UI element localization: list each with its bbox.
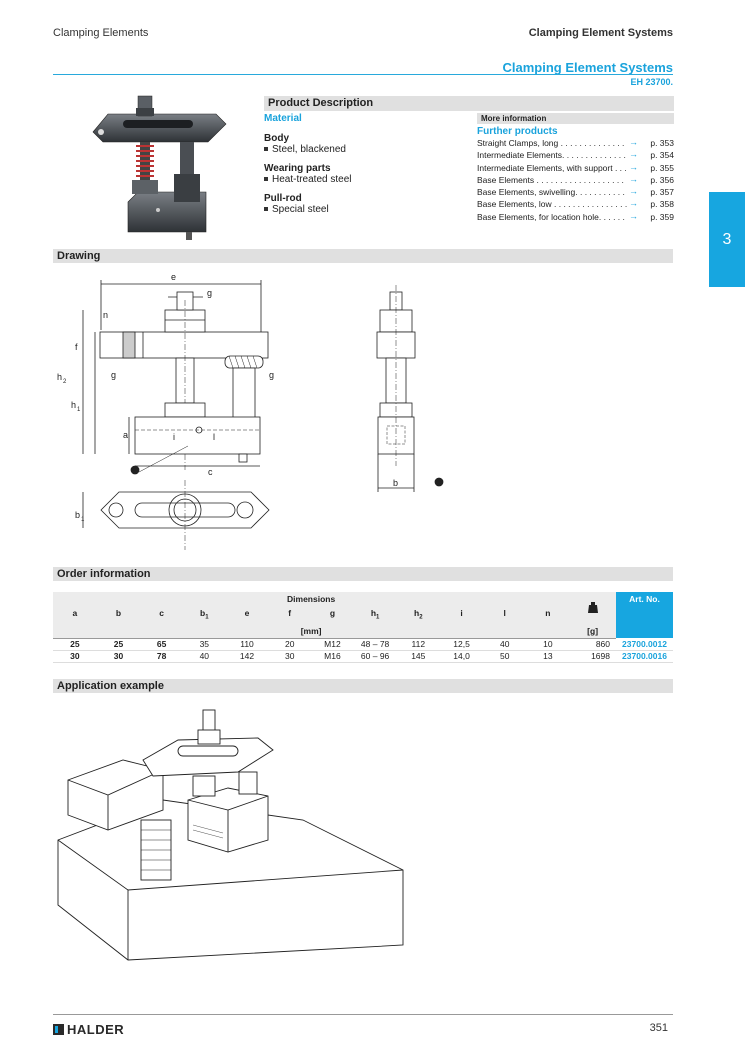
application-illustration [57, 709, 404, 961]
further-product-link[interactable]: Straight Clamps, long . . . . . . . . . … [477, 138, 674, 148]
arrow-right-icon: → [629, 199, 638, 209]
footer-divider [53, 1014, 673, 1015]
further-product-link[interactable]: Base Elements, swivelling. . . . . . . .… [477, 187, 674, 198]
dim-b1-label: b [75, 510, 80, 520]
further-product-link[interactable]: Intermediate Elements. . . . . . . . . .… [477, 150, 674, 161]
page-header: Clamping Elements Clamping Element Syste… [53, 27, 673, 41]
order-table: Dimensions Art. No. a b c b1 e f g h1 h2… [53, 592, 673, 663]
column-header: h1 [353, 605, 397, 624]
dim-h2-sub: 2 [63, 379, 67, 385]
further-products-label: Further products [477, 126, 558, 137]
dim-c-label: c [208, 467, 213, 477]
application-heading: Application example [53, 679, 673, 693]
product-code: EH 23700. [630, 77, 673, 87]
column-header: n [526, 605, 570, 624]
table-row: 25 25 65 35 110 20 M12 48 – 78 112 12,5 … [53, 638, 673, 651]
dim-g2-label: g [111, 370, 116, 380]
column-header: c [140, 605, 183, 624]
column-header: b1 [182, 605, 226, 624]
dim-h1-label: h [71, 400, 76, 410]
product-photo [92, 95, 227, 240]
order-heading: Order information [53, 567, 673, 581]
column-header: i [440, 605, 483, 624]
dim-a-label: a [123, 430, 128, 440]
arrow-right-icon: → [629, 211, 638, 221]
further-products-list: Straight Clamps, long . . . . . . . . . … [477, 138, 674, 224]
material-label: Material [264, 113, 302, 124]
header-left: Clamping Elements [53, 27, 149, 39]
further-product-link[interactable]: Base Elements . . . . . . . . . . . . . … [477, 174, 674, 185]
dim-i-label: i [173, 432, 175, 442]
dim-h2-label: h [57, 372, 62, 382]
material-group-title: Body [264, 133, 289, 144]
dim-e-label: e [171, 272, 176, 282]
arrow-right-icon: → [629, 187, 638, 197]
dim-l-label: l [213, 432, 215, 442]
arrow-right-icon: → [629, 138, 638, 147]
arrow-right-icon: → [629, 150, 638, 160]
column-header: g [311, 605, 354, 624]
dim-b-label: b [393, 478, 398, 488]
more-info-heading: More information [477, 113, 674, 124]
dimensions-label: Dimensions [53, 592, 570, 605]
halder-logo: HALDER [53, 1021, 125, 1037]
unit-label: [mm] [53, 624, 570, 639]
column-header: h2 [396, 605, 441, 624]
weight-icon [569, 592, 616, 624]
material-group-title: Wearing parts [264, 163, 331, 174]
brand-name: HALDER [67, 1021, 125, 1037]
material-group-title: Pull-rod [264, 193, 302, 204]
dim-h1-sub: 1 [77, 407, 81, 413]
bullet-icon [264, 177, 268, 182]
dim-b1-sub: 1 [81, 517, 85, 523]
weight-unit: [g] [569, 624, 616, 639]
arrow-right-icon: → [629, 162, 638, 172]
page-title: Clamping Element Systems [502, 60, 674, 75]
bullet-icon [264, 207, 268, 212]
chapter-tab[interactable]: 3 [709, 192, 745, 287]
column-header: e [225, 605, 269, 624]
page-number: 351 [649, 1022, 668, 1034]
chapter-number: 3 [722, 230, 732, 248]
further-product-link[interactable]: Base Elements, for location hole. . . . … [477, 211, 674, 222]
further-product-link[interactable]: Intermediate Elements, with support . . … [477, 162, 674, 173]
product-description: Material Body Steel, blackened Wearing p… [264, 113, 464, 223]
further-product-link[interactable]: Base Elements, low . . . . . . . . . . .… [477, 199, 674, 210]
art-no-link[interactable]: 23700.0012 [616, 638, 673, 651]
title-divider [53, 74, 673, 75]
arrow-right-icon: → [629, 174, 638, 184]
halder-logo-icon [53, 1023, 64, 1035]
top-view [82, 480, 270, 550]
material-group-item: Special steel [264, 204, 464, 215]
column-header: a [53, 605, 97, 624]
column-header: f [268, 605, 312, 624]
dim-f-label: f [75, 342, 78, 352]
technical-drawing: e g n f g g h 2 h 1 a i l c b 1 b [57, 272, 444, 550]
bullet-icon [264, 147, 268, 152]
material-group-item: Steel, blackened [264, 144, 464, 155]
drawing-heading: Drawing [53, 249, 673, 263]
art-no-link[interactable]: 23700.0016 [616, 650, 673, 663]
column-header: b [96, 605, 141, 624]
front-view [82, 280, 269, 475]
art-no-header: Art. No. [616, 592, 673, 638]
column-header: l [482, 605, 527, 624]
material-group-item: Heat-treated steel [264, 174, 464, 185]
dim-g-label: g [207, 288, 212, 298]
side-view [376, 285, 444, 492]
header-right: Clamping Element Systems [528, 27, 673, 39]
dim-g3-label: g [269, 370, 274, 380]
product-description-heading: Product Description [264, 96, 674, 111]
table-row: 30 30 78 40 142 30 M16 60 – 96 145 14,0 … [53, 650, 673, 663]
dim-n-label: n [103, 310, 108, 320]
